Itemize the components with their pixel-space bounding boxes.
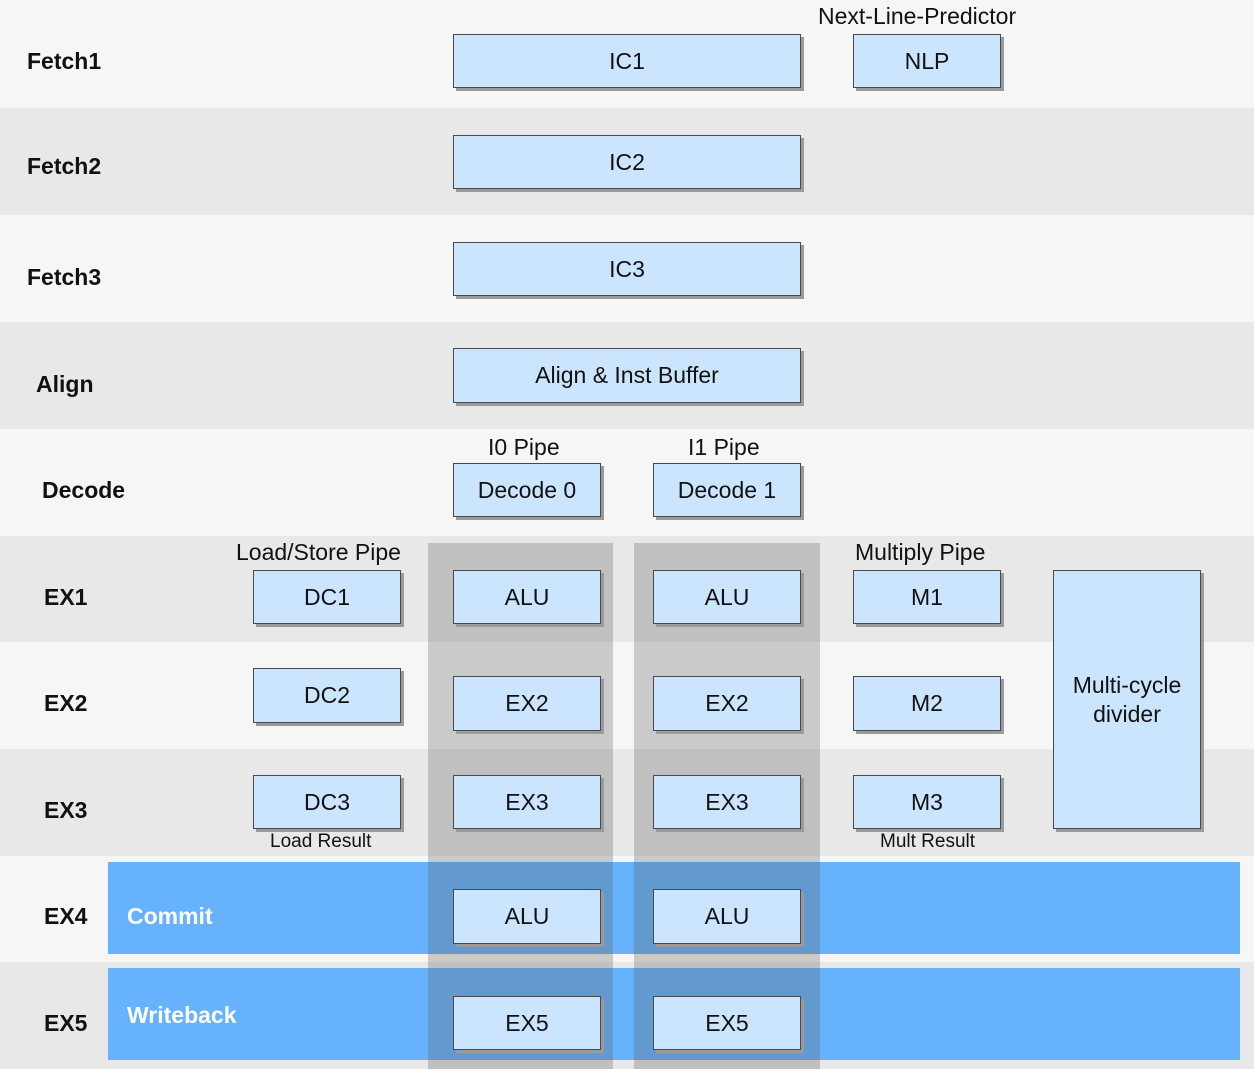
dc2-box: DC2 bbox=[253, 668, 401, 723]
stage-label-decode: Decode bbox=[42, 477, 126, 503]
i1-ex5-box: EX5 bbox=[653, 996, 801, 1050]
stage-label-ex1: EX1 bbox=[44, 584, 88, 610]
m3-box: M3 bbox=[853, 775, 1001, 829]
ic3-box: IC3 bbox=[453, 242, 801, 296]
row-band-ex1 bbox=[0, 536, 1254, 642]
multiply-pipe-label: Multiply Pipe bbox=[855, 539, 986, 565]
ic2-box: IC2 bbox=[453, 135, 801, 189]
stage-label-ex2: EX2 bbox=[44, 690, 88, 716]
divider-label-line1: Multi-cycle bbox=[1072, 671, 1182, 698]
i0-alu-ex4-box: ALU bbox=[453, 889, 601, 944]
row-band-ex3 bbox=[0, 749, 1254, 856]
i1-ex3-box: EX3 bbox=[653, 775, 801, 829]
stage-label-ex5: EX5 bbox=[44, 1010, 88, 1036]
i1-alu-ex1-box: ALU bbox=[653, 570, 801, 624]
m2-box: M2 bbox=[853, 676, 1001, 731]
i1-alu-ex4-box: ALU bbox=[653, 889, 801, 944]
i0-alu-ex1-box: ALU bbox=[453, 570, 601, 624]
i0-ex3-box: EX3 bbox=[453, 775, 601, 829]
m1-box: M1 bbox=[853, 570, 1001, 624]
writeback-label: Writeback bbox=[127, 1002, 237, 1028]
stage-label-fetch1: Fetch1 bbox=[27, 48, 102, 74]
i0-pipe-label: I0 Pipe bbox=[488, 434, 560, 460]
stage-label-ex4: EX4 bbox=[44, 903, 88, 929]
multi-cycle-divider-box: Multi-cycle divider bbox=[1053, 570, 1201, 829]
decode1-box: Decode 1 bbox=[653, 463, 801, 517]
i0-ex2-box: EX2 bbox=[453, 676, 601, 731]
stage-label-ex3: EX3 bbox=[44, 797, 88, 823]
stage-label-fetch2: Fetch2 bbox=[27, 153, 102, 179]
dc1-box: DC1 bbox=[253, 570, 401, 624]
load-result-label: Load Result bbox=[270, 831, 372, 852]
row-band-ex2 bbox=[0, 642, 1254, 749]
dc3-box: DC3 bbox=[253, 775, 401, 829]
commit-label: Commit bbox=[127, 903, 213, 929]
i1-pipe-label: I1 Pipe bbox=[688, 434, 760, 460]
ic1-box: IC1 bbox=[453, 34, 801, 88]
nlp-box: NLP bbox=[853, 34, 1001, 88]
next-line-predictor-label: Next-Line-Predictor bbox=[818, 3, 1017, 29]
stage-label-fetch3: Fetch3 bbox=[27, 264, 102, 290]
decode0-box: Decode 0 bbox=[453, 463, 601, 517]
i1-ex2-box: EX2 bbox=[653, 676, 801, 731]
load-store-pipe-label: Load/Store Pipe bbox=[236, 539, 401, 565]
stage-label-align: Align bbox=[36, 371, 94, 397]
align-inst-buffer-box: Align & Inst Buffer bbox=[453, 348, 801, 403]
mult-result-label: Mult Result bbox=[880, 831, 976, 852]
row-band-decode bbox=[0, 429, 1254, 536]
divider-label-line2: divider bbox=[1093, 700, 1161, 727]
i0-ex5-box: EX5 bbox=[453, 996, 601, 1050]
